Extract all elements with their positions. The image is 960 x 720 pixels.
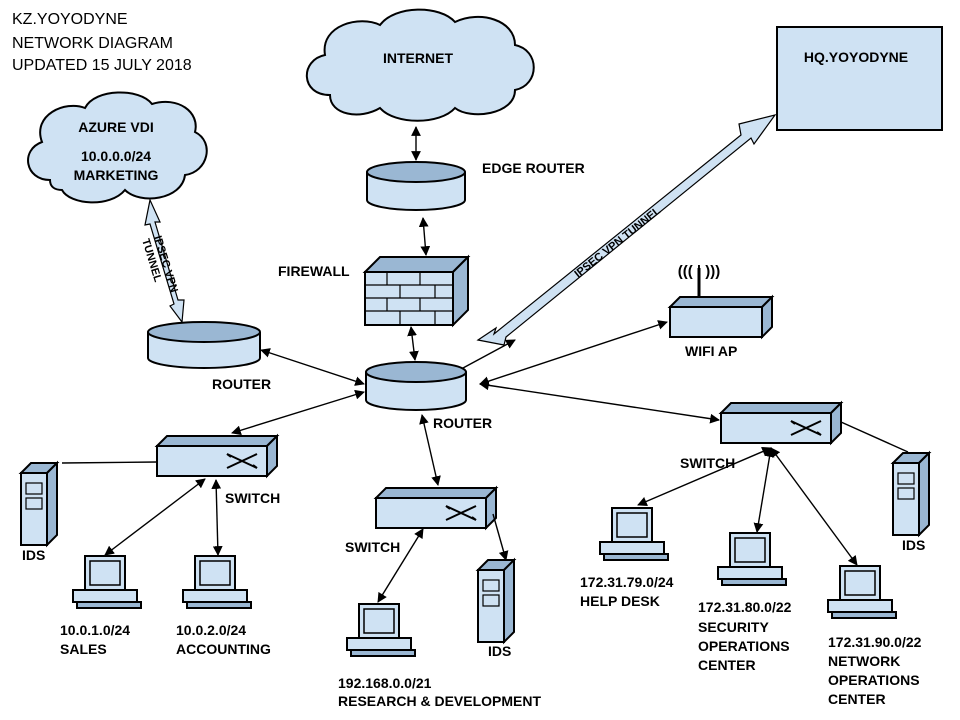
noc-subnet-label: 172.31.90.0/22 <box>828 634 922 650</box>
hq-box: HQ.YOYODYNE <box>776 26 943 131</box>
sales-pc-icon <box>72 555 142 609</box>
rnd-pc-icon <box>346 603 416 657</box>
link-switch-right-helpdesk <box>637 446 772 507</box>
azure-vdi-cloud-icon: AZURE VDI 10.0.0.0/24 MARKETING <box>27 91 208 204</box>
sales-subnet-label: 10.0.1.0/24 <box>60 622 130 638</box>
ids-right-server-icon <box>892 452 930 536</box>
noc-dept-line2: OPERATIONS <box>828 672 920 688</box>
link-switch-right-noc <box>770 447 858 566</box>
helpdesk-dept-label: HELP DESK <box>580 593 660 609</box>
left-router-icon <box>147 321 261 369</box>
sales-dept-label: SALES <box>60 641 107 657</box>
soc-subnet-label: 172.31.80.0/22 <box>698 599 792 615</box>
noc-dept-line3: CENTER <box>828 691 886 707</box>
switch-left-label: SWITCH <box>225 490 280 506</box>
core-router-icon <box>365 361 467 411</box>
link-switch-right-soc <box>753 447 775 533</box>
title-line-1: KZ.YOYODYNE <box>12 11 128 28</box>
rnd-dept-label: RESEARCH & DEVELOPMENT <box>338 693 541 709</box>
link-firewall-core <box>407 326 419 361</box>
accounting-pc-icon <box>182 555 252 609</box>
ids-left-label: IDS <box>22 547 45 563</box>
diagram-title: KZ.YOYODYNE NETWORK DIAGRAM UPDATED 15 J… <box>12 11 192 74</box>
accounting-dept-label: ACCOUNTING <box>176 641 271 657</box>
azure-subnet-label: 10.0.0.0/24 <box>81 148 151 164</box>
switch-right-icon <box>720 402 842 444</box>
link-switch-middle-rnd <box>377 528 424 603</box>
soc-dept-line2: OPERATIONS <box>698 638 790 654</box>
ids-middle-server-icon <box>477 559 515 643</box>
soc-pc-icon <box>717 532 787 586</box>
core-router-label: ROUTER <box>433 415 492 431</box>
accounting-subnet-label: 10.0.2.0/24 <box>176 622 246 638</box>
edge-router-label: EDGE ROUTER <box>482 160 585 176</box>
switch-left-icon <box>156 435 278 477</box>
title-line-2: NETWORK DIAGRAM <box>12 35 173 52</box>
link-core-switch-left <box>231 389 365 436</box>
link-core-switch-middle <box>419 414 441 486</box>
helpdesk-subnet-label: 172.31.79.0/24 <box>580 574 674 590</box>
title-line-3: UPDATED 15 JULY 2018 <box>12 57 192 74</box>
switch-right-label: SWITCH <box>680 455 735 471</box>
noc-dept-line1: NETWORK <box>828 653 900 669</box>
azure-dept-label: MARKETING <box>74 167 159 183</box>
connections <box>61 126 909 603</box>
edge-router-icon <box>366 161 466 211</box>
internet-label: INTERNET <box>383 50 453 66</box>
wifi-ap-label: WIFI AP <box>685 343 737 359</box>
left-router-label: ROUTER <box>212 376 271 392</box>
link-switch-right-ids <box>840 421 909 453</box>
hq-label: HQ.YOYODYNE <box>804 49 908 65</box>
link-switch-left-accounting <box>211 479 223 556</box>
rnd-subnet-label: 192.168.0.0/21 <box>338 675 432 691</box>
helpdesk-pc-icon <box>599 507 669 561</box>
ids-left-server-icon <box>20 462 58 546</box>
wifi-signal-icon: ((( | ))) <box>678 263 721 280</box>
switch-middle-icon <box>375 487 497 529</box>
link-leftrouter-core <box>260 348 365 386</box>
soc-dept-line1: SECURITY <box>698 619 769 635</box>
link-switch-left-sales <box>104 478 206 556</box>
ids-middle-label: IDS <box>488 643 511 659</box>
switch-middle-label: SWITCH <box>345 539 400 555</box>
soc-dept-line3: CENTER <box>698 657 756 673</box>
wifi-ap-icon: ((( | ))) <box>667 263 775 340</box>
internet-cloud-icon: INTERNET <box>305 8 535 122</box>
noc-pc-icon <box>827 565 897 619</box>
ids-right-label: IDS <box>902 537 925 553</box>
vpn-tunnel-azure: IPSEC VPN TUNNEL <box>139 198 185 324</box>
firewall-label: FIREWALL <box>278 263 350 279</box>
firewall-icon <box>362 254 471 328</box>
link-switch-left-ids <box>61 461 158 464</box>
link-switch-middle-ids <box>492 513 509 561</box>
azure-vdi-label: AZURE VDI <box>78 119 153 135</box>
vpn-tunnel-hq-label: IPSEC VPN TUNNEL <box>572 205 663 281</box>
link-core-switch-right <box>479 380 720 424</box>
link-core-wifi <box>479 320 668 386</box>
link-edge-firewall <box>418 217 431 256</box>
link-core-hqvpn <box>462 339 516 369</box>
